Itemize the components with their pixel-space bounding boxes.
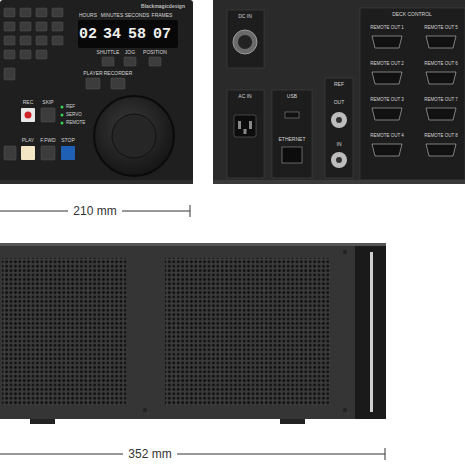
timecode-caption: MINUTES	[101, 13, 124, 18]
connector-label: AC IN	[238, 94, 251, 99]
connector-label: REMOTE OUT 2	[370, 62, 404, 67]
connector-label: REMOTE OUT 4	[370, 134, 404, 139]
dimension-label: 210 mm	[68, 205, 121, 217]
button-label: JOG	[125, 50, 135, 55]
timecode-digits: 34	[103, 27, 121, 42]
button-label: F.FWD	[40, 138, 55, 143]
timecode-caption: FRAMES	[152, 13, 173, 18]
connector-label: REMOTE OUT 8	[424, 134, 458, 139]
connector-label: OUT	[334, 100, 345, 105]
brand-logo: Blackmagicdesign	[141, 4, 185, 9]
connector-label: REF	[334, 82, 344, 87]
connector-label: ETHERNET	[279, 137, 306, 142]
connector-label: USB	[287, 94, 297, 99]
button-label: STOP	[61, 138, 75, 143]
timecode-digits: 58	[128, 27, 146, 42]
connector-label: DECK CONTROL	[392, 12, 432, 17]
connector-label: REMOTE OUT 3	[370, 98, 404, 103]
button-label: PLAY	[22, 138, 34, 143]
timecode-caption: SECONDS	[125, 13, 150, 18]
timecode-digits: 02	[79, 27, 97, 42]
button-label: RECORDER	[104, 71, 133, 76]
timecode-digits: 07	[153, 27, 171, 42]
connector-label: REMOTE OUT 5	[424, 26, 458, 31]
button-label: SKIP	[42, 100, 53, 105]
button-label: PLAYER	[83, 71, 102, 76]
connector-label: REMOTE OUT 1	[370, 26, 404, 31]
indicator-label: REMOTE	[66, 121, 85, 126]
connector-label: IN	[337, 142, 342, 147]
dimension-label: 352 mm	[123, 448, 176, 460]
button-label: POSITION	[143, 50, 167, 55]
timecode-caption: HOURS	[79, 13, 97, 18]
connector-label: DC IN	[238, 14, 252, 19]
button-label: SHUTTLE	[97, 50, 120, 55]
indicator-label: REF	[66, 105, 75, 110]
connector-label: REMOTE OUT 6	[424, 62, 458, 67]
connector-label: REMOTE OUT 7	[424, 98, 458, 103]
button-label: REC	[23, 100, 34, 105]
indicator-label: SERVO	[66, 113, 82, 118]
